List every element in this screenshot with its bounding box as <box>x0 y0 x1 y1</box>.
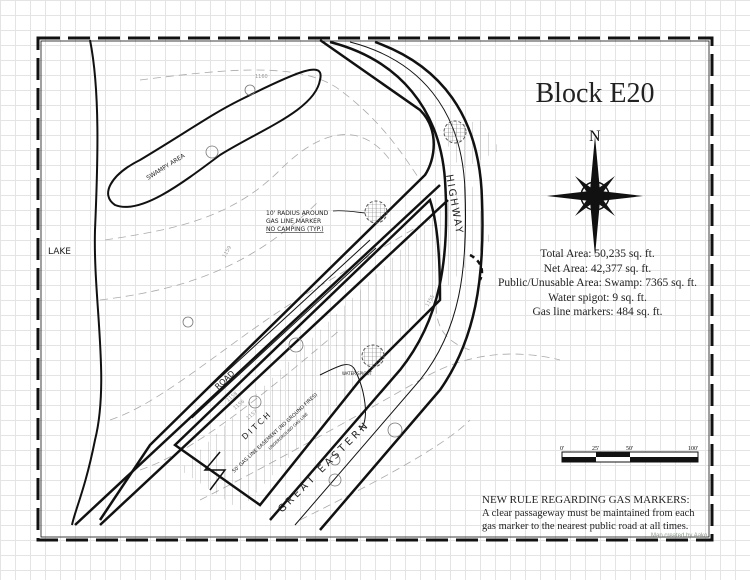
compass-rose-icon: N <box>547 128 643 256</box>
rule-line: gas marker to the nearest public road at… <box>482 521 689 532</box>
contour-label: 1160 <box>255 74 268 80</box>
stat-gas-markers: Gas line markers: 484 sq. ft. <box>532 306 663 319</box>
swampy-area <box>107 68 322 208</box>
scale-tick: 0' <box>560 446 564 452</box>
label-marker-note-1: 10' RADIUS AROUND <box>266 210 329 217</box>
stat-net-area: Net Area: 42,377 sq. ft. <box>543 262 652 275</box>
rule-heading: NEW RULE REGARDING GAS MARKERS: <box>482 494 690 506</box>
area-stats: Total Area: 50,235 sq. ft. Net Area: 42,… <box>475 247 720 320</box>
block-boundary <box>98 38 435 521</box>
highway <box>269 40 484 531</box>
map-title: Block E20 <box>535 78 655 109</box>
label-lake: LAKE <box>48 247 71 257</box>
gas-easement-area <box>180 180 490 510</box>
block-boundary-lower <box>173 197 442 507</box>
label-marker-note-2: GAS LINE MARKER <box>266 218 321 225</box>
scale-bar: 0' 25' 50' 100' <box>560 446 699 463</box>
gas-marker-rule: NEW RULE REGARDING GAS MARKERS: A clear … <box>482 494 707 533</box>
rule-line: A clear passageway must be maintained fr… <box>482 508 695 519</box>
lake-shoreline <box>71 39 103 526</box>
contour-label: 1159 <box>222 245 234 259</box>
map-border <box>36 36 714 542</box>
scale-tick: 50' <box>626 446 633 452</box>
scale-tick: 100' <box>688 446 698 452</box>
label-water-spigot: WATER SPIGOT <box>342 371 373 376</box>
label-marker-note-3: NO CAMPING (TYP.) <box>266 226 324 233</box>
scale-tick: 25' <box>592 446 599 452</box>
gas-line-markers <box>361 120 467 368</box>
contour-label: 1155 <box>425 294 437 308</box>
stat-unusable-area: Public/Unusable Area: Swamp: 7365 sq. ft… <box>498 277 697 290</box>
trees <box>182 84 403 487</box>
stat-water-spigot: Water spigot: 9 sq. ft. <box>548 291 647 304</box>
label-swampy-area: SWAMPY AREA <box>145 152 187 182</box>
north-label: N <box>589 128 601 145</box>
stat-total-area: Total Area: 50,235 sq. ft. <box>540 248 655 260</box>
map-credit: Map created by Aako <box>651 533 708 539</box>
